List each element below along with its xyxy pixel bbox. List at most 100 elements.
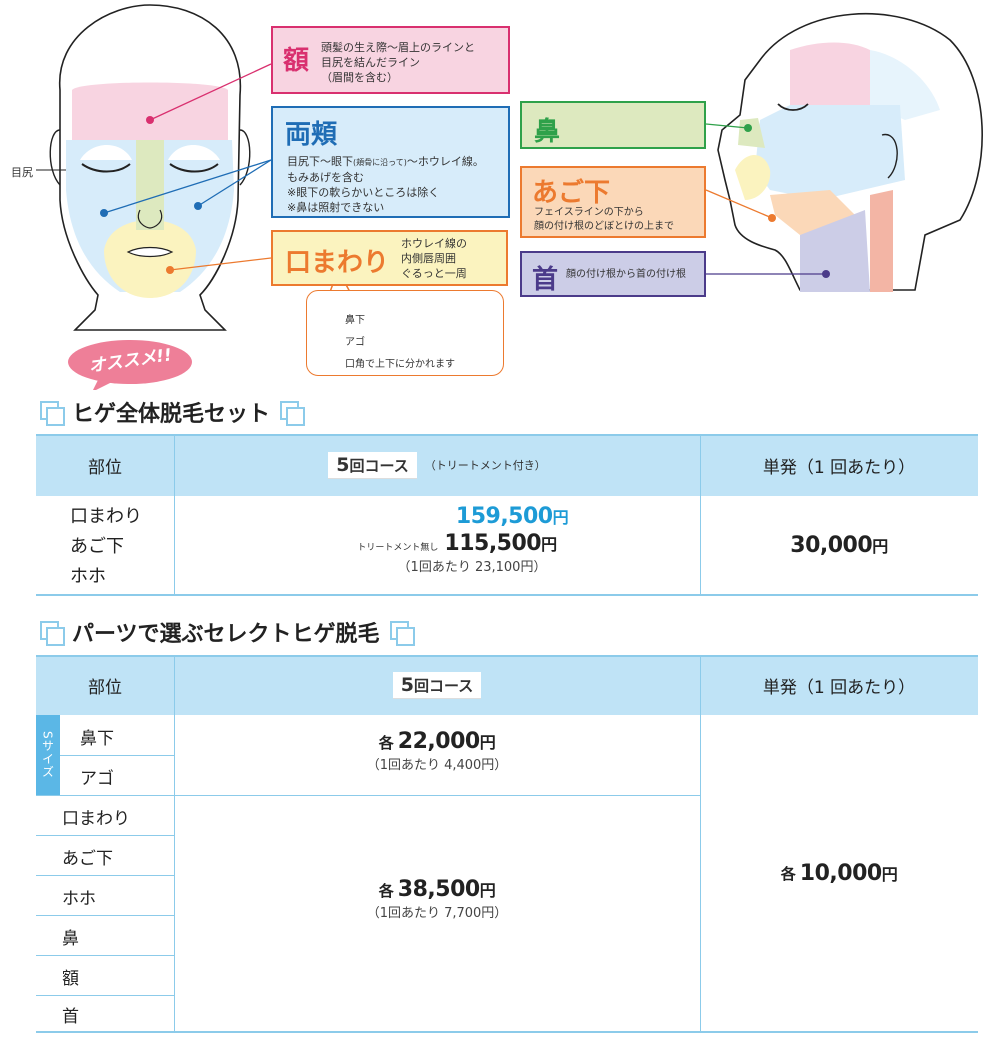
header-course: 5回コース: [174, 655, 700, 715]
area-item: 鼻: [62, 928, 79, 949]
forehead-title: 額: [283, 46, 310, 76]
cheek-desc-line: 目尻下〜眼下(頬骨に沿って)〜ホウレイ線。: [287, 154, 484, 170]
cheek-desc-small: (頬骨に沿って): [353, 158, 407, 167]
neck-title: 首: [532, 265, 559, 295]
course-count: 5: [400, 673, 414, 696]
cheek-title: 両頬: [285, 120, 338, 150]
area-item: 首: [62, 1006, 79, 1027]
yen-unit: 円: [872, 537, 888, 556]
cheek-desc-part: 目尻下〜眼下: [287, 155, 353, 168]
price-main: 10,000円: [799, 860, 898, 886]
area-item: あご下: [70, 536, 124, 557]
cheek-desc-part: 〜ホウレイ線。: [406, 155, 484, 168]
select-plan-heading: パーツで選ぶセレクトヒゲ脱毛: [38, 616, 415, 648]
set-plan-areas: 口まわり あご下 ホホ: [70, 502, 142, 592]
face-area-diagram: 目尻 額 頭髪の生え際〜眉上のラインと 目尻を結んだライン （眉間を含む） 両頬…: [0, 0, 1000, 390]
neck-callout: 首 顔の付け根から首の付け根: [520, 251, 706, 297]
price-value: 30,000: [790, 532, 873, 558]
price-main: 38,500円: [397, 877, 496, 902]
mouth-desc: ホウレイ線の 内側唇周囲 ぐるっと一周: [401, 236, 467, 281]
set-plan-title: ヒゲ全体脱毛セット: [72, 402, 271, 427]
divider: [36, 835, 174, 836]
s-area-item: アゴ: [80, 768, 114, 789]
divider: [36, 875, 174, 876]
price-with-treatment: 159,500円: [174, 504, 700, 529]
mouth-title: 口まわり: [285, 248, 390, 278]
forehead-desc: 頭髪の生え際〜眉上のラインと 目尻を結んだライン （眉間を含む）: [321, 40, 475, 85]
forehead-desc-line: 頭髪の生え際〜眉上のラインと: [321, 41, 475, 54]
price-value: 159,500: [455, 504, 553, 529]
eye-corner-label: 目尻: [11, 166, 33, 179]
header-area: 部位: [88, 457, 122, 478]
yen-unit: 円: [552, 508, 569, 527]
forehead-callout: 額 頭髪の生え際〜眉上のラインと 目尻を結んだライン （眉間を含む）: [271, 26, 510, 94]
each-label: 各: [378, 734, 394, 752]
mouth-desc-line: ぐるっと一周: [401, 267, 467, 280]
course-note: （トリートメント付き）: [424, 459, 546, 472]
yen-unit: 円: [479, 881, 496, 900]
course-count: 5: [336, 453, 350, 476]
select-plan-title: パーツで選ぶセレクトヒゲ脱毛: [72, 622, 380, 647]
divider: [700, 434, 701, 596]
under-nose-label: 鼻下: [345, 315, 365, 326]
header-single: 単発（1 回あたり）: [762, 677, 916, 698]
divider: [700, 655, 701, 1033]
front-face-figure: [36, 4, 251, 331]
course-pill: 5回コース: [392, 671, 482, 699]
cheek-callout: 両頬 目尻下〜眼下(頬骨に沿って)〜ホウレイ線。 もみあげを含む ※眼下の軟らか…: [271, 106, 510, 218]
course-pill: 5回コース: [328, 451, 417, 479]
area-item: 口まわり: [70, 506, 142, 527]
area-item: あご下: [62, 848, 113, 869]
cheek-desc-line: もみあげを含む: [287, 171, 364, 184]
set-plan-heading: ヒゲ全体脱毛セット: [38, 396, 306, 428]
yen-unit: 円: [479, 733, 496, 752]
chin-title: あご下: [532, 178, 611, 208]
course-label: 回コース: [349, 456, 409, 475]
squares-icon: [278, 399, 306, 426]
squares-icon: [388, 619, 415, 646]
price-value: 38,500: [397, 877, 480, 902]
chin-desc-line: フェイスラインの下から: [534, 207, 644, 218]
price-main: 22,000円: [398, 729, 496, 754]
cheek-desc: 目尻下〜眼下(頬骨に沿って)〜ホウレイ線。 もみあげを含む ※眼下の軟らかいとこ…: [287, 154, 484, 215]
divider: [36, 594, 978, 596]
s-area-item: 鼻下: [80, 728, 114, 749]
divider: [174, 655, 175, 1033]
mouth-detail-bubble: 鼻下 アゴ 口角で上下に分かれます: [306, 290, 504, 376]
cheek-desc-line: ※鼻は照射できない: [287, 201, 385, 214]
chin-desc: フェイスラインの下から 顔の付け根のどぼとけの上まで: [534, 206, 674, 234]
divider: [36, 915, 174, 916]
select-plan-table: 部位 5回コース 単発（1 回あたり） Sサイズ 鼻下 アゴ 口まわり あご下 …: [36, 655, 978, 1033]
mouth-desc-line: 内側唇周囲: [401, 252, 456, 265]
nose-title: 鼻: [534, 117, 561, 147]
each-label: 各: [378, 882, 394, 900]
nose-callout: 鼻: [520, 101, 706, 149]
yen-unit: 円: [541, 535, 557, 554]
each-label: 各: [780, 864, 796, 883]
chin-callout: あご下 フェイスラインの下から 顔の付け根のどぼとけの上まで: [520, 166, 706, 238]
price-value: 10,000: [799, 860, 882, 886]
per-session-price: （1回あたり 4,400円）: [366, 758, 508, 773]
per-session-price: （1回あたり 7,700円）: [366, 906, 508, 921]
mouth-desc-line: ホウレイ線の: [401, 237, 467, 250]
area-item: 額: [62, 968, 79, 989]
mouth-detail-note: 口角で上下に分かれます: [345, 359, 455, 370]
forehead-desc-line: 目尻を結んだライン: [321, 56, 420, 69]
leader-lines: [100, 63, 830, 278]
divider: [36, 955, 174, 956]
s-size-tag: Sサイズ: [36, 715, 60, 795]
recommend-bubble: [68, 340, 192, 390]
divider: [36, 795, 700, 796]
mouth-callout: 口まわり ホウレイ線の 内側唇周囲 ぐるっと一周: [271, 230, 508, 286]
area-item: ホホ: [70, 566, 106, 587]
divider: [36, 1031, 978, 1033]
set-plan-header-row: [36, 434, 978, 496]
